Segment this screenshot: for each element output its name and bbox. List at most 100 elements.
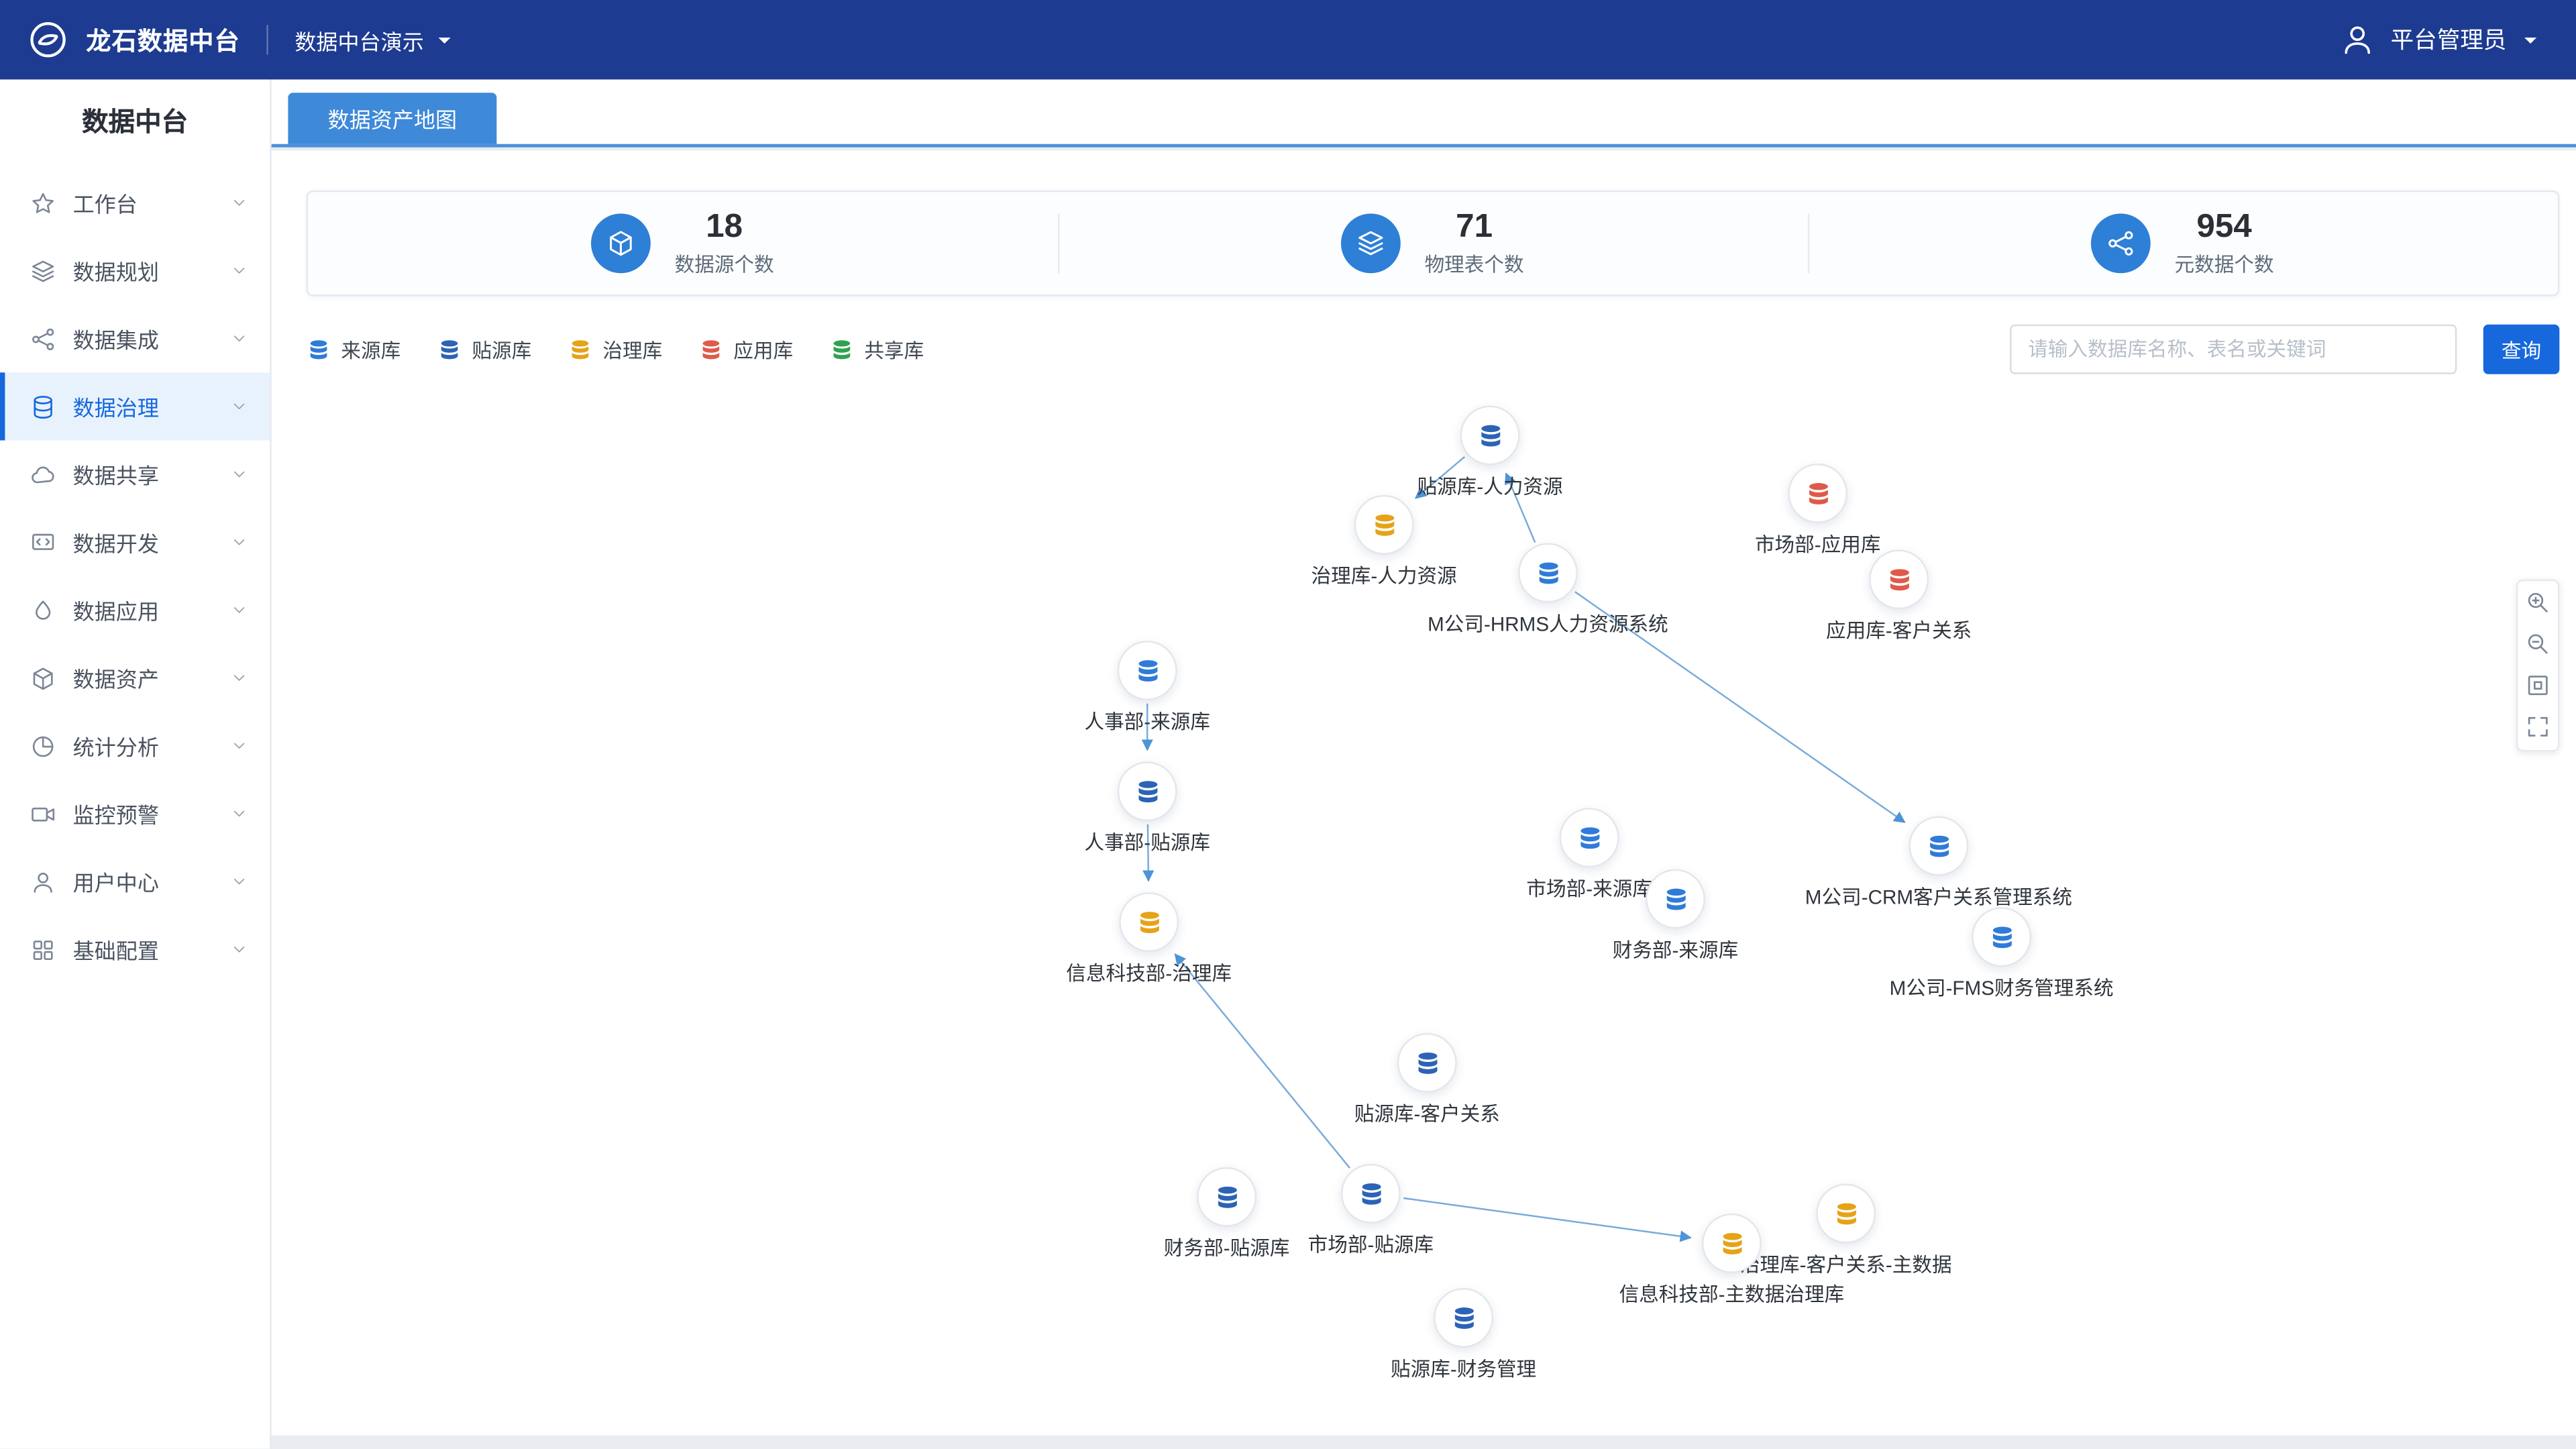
legend-label: 来源库 bbox=[341, 338, 401, 362]
graph-toolbar bbox=[2516, 579, 2560, 752]
database-icon bbox=[1804, 479, 1832, 507]
brand-logo-icon bbox=[26, 18, 69, 61]
application-icon bbox=[30, 597, 56, 623]
database-icon bbox=[1575, 824, 1603, 852]
stat-label: 元数据个数 bbox=[2174, 253, 2274, 277]
topbar-divider bbox=[266, 25, 268, 55]
graph-node-label: 信息科技部-治理库 bbox=[1066, 961, 1232, 985]
database-icon bbox=[1988, 923, 2016, 951]
legend-label: 应用库 bbox=[733, 338, 794, 362]
chevron-down-icon bbox=[230, 262, 248, 280]
database-icon bbox=[1450, 1303, 1478, 1332]
graph-node-crm[interactable] bbox=[1909, 816, 1969, 876]
graph-node-label: 财务部-贴源库 bbox=[1163, 1236, 1290, 1260]
chevron-down-icon bbox=[230, 873, 248, 891]
sidebar-item-label: 数据集成 bbox=[72, 327, 159, 353]
graph-node-zhili-renli[interactable] bbox=[1354, 494, 1414, 555]
graph-node-xinxi-zhushuju-zhili[interactable] bbox=[1701, 1213, 1762, 1273]
fullscreen-icon[interactable] bbox=[2524, 714, 2552, 742]
graph-node-zhili-kehu-zhushuju[interactable] bbox=[1816, 1183, 1876, 1244]
sidebar-item-label: 数据共享 bbox=[72, 464, 159, 489]
legend-item-贴源库[interactable]: 贴源库 bbox=[437, 335, 532, 364]
database-icon bbox=[1133, 777, 1161, 806]
legend: 来源库 贴源库 治理库 应用库 共享库 bbox=[307, 335, 924, 364]
sidebar-item-label: 基础配置 bbox=[72, 938, 159, 964]
legend-item-来源库[interactable]: 来源库 bbox=[307, 335, 401, 364]
sidebar-item-integration[interactable]: 数据集成 bbox=[0, 305, 270, 372]
sidebar-title: 数据中台 bbox=[82, 109, 189, 138]
tab-data-asset-map[interactable]: 数据资产地图 bbox=[288, 93, 497, 144]
sidebar-item-development[interactable]: 数据开发 bbox=[0, 508, 270, 576]
graph-node-yingyong-kehu[interactable] bbox=[1869, 549, 1929, 610]
zoom-in-icon[interactable] bbox=[2524, 590, 2552, 618]
chevron-down-icon bbox=[230, 465, 248, 483]
graph-node-caiwu-tieyuan[interactable] bbox=[1197, 1167, 1257, 1227]
search-button[interactable]: 查询 bbox=[2483, 324, 2560, 374]
brand-title: 龙石数据中台 bbox=[86, 27, 240, 56]
graph-node-label: M公司-FMS财务管理系统 bbox=[1889, 977, 2114, 1000]
sidebar-item-application[interactable]: 数据应用 bbox=[0, 576, 270, 644]
graph-node-xinxi-zhili[interactable] bbox=[1119, 892, 1179, 953]
chevron-down-icon bbox=[230, 329, 248, 347]
legend-item-治理库[interactable]: 治理库 bbox=[568, 335, 662, 364]
graph-node-renshi-tieyuan[interactable] bbox=[1117, 761, 1177, 822]
sidebar-item-monitoring[interactable]: 监控预警 bbox=[0, 780, 270, 847]
graph-node-hrms[interactable] bbox=[1518, 543, 1578, 603]
database-icon bbox=[1135, 908, 1163, 936]
sidebar-item-base-config[interactable]: 基础配置 bbox=[0, 916, 270, 983]
graph-node-shichang-tieyuan[interactable] bbox=[1340, 1163, 1401, 1224]
chevron-down-icon bbox=[230, 397, 248, 415]
cube-icon bbox=[592, 213, 652, 274]
sidebar-item-label: 数据应用 bbox=[72, 599, 159, 625]
graph-node-caiwu-laiyuan[interactable] bbox=[1646, 869, 1705, 929]
chevron-down-icon bbox=[230, 533, 248, 551]
database-icon bbox=[1370, 511, 1398, 539]
monitoring-icon bbox=[30, 800, 56, 826]
fit-view-icon[interactable] bbox=[2524, 672, 2552, 700]
sidebar-item-planning[interactable]: 数据规划 bbox=[0, 237, 270, 305]
sidebar-item-statistics[interactable]: 统计分析 bbox=[0, 712, 270, 780]
search-input[interactable] bbox=[2009, 324, 2457, 374]
graph-node-shichang-laiyuan[interactable] bbox=[1559, 808, 1619, 868]
sidebar-item-assets[interactable]: 数据资产 bbox=[0, 644, 270, 712]
legend-item-应用库[interactable]: 应用库 bbox=[699, 335, 794, 364]
chevron-down-icon bbox=[2522, 31, 2540, 49]
username: 平台管理员 bbox=[2390, 26, 2507, 53]
user-menu[interactable]: 平台管理员 bbox=[2339, 21, 2540, 58]
layers-icon bbox=[1342, 213, 1402, 274]
legend-item-共享库[interactable]: 共享库 bbox=[830, 335, 924, 364]
graph-node-tieyuan-caiwu[interactable] bbox=[1434, 1288, 1494, 1348]
sidebar-item-user-center[interactable]: 用户中心 bbox=[0, 848, 270, 916]
graph-node-label: M公司-HRMS人力资源系统 bbox=[1428, 612, 1668, 636]
sidebar-item-workbench[interactable]: 工作台 bbox=[0, 169, 270, 237]
database-icon bbox=[437, 337, 462, 362]
graph-node-tieyuan-renli[interactable] bbox=[1460, 405, 1520, 466]
search-box: 查询 bbox=[2009, 324, 2560, 374]
graph-node-tieyuan-kehu[interactable] bbox=[1397, 1032, 1457, 1093]
sidebar-menu: 工作台数据规划数据集成数据治理数据共享数据开发数据应用数据资产统计分析监控预警用… bbox=[0, 169, 270, 983]
graph-node-label: 财务部-来源库 bbox=[1612, 938, 1739, 962]
graph-node-fms[interactable] bbox=[1972, 907, 2032, 967]
database-icon bbox=[1476, 421, 1504, 449]
chevron-down-icon bbox=[435, 31, 453, 49]
sidebar-item-label: 工作台 bbox=[72, 192, 138, 217]
governance-icon bbox=[30, 393, 56, 419]
graph-node-renshi-laiyuan[interactable] bbox=[1117, 641, 1177, 700]
filter-row: 来源库 贴源库 治理库 应用库 共享库 查询 bbox=[307, 324, 2560, 374]
assets-icon bbox=[30, 665, 56, 691]
sharing-icon bbox=[30, 461, 56, 487]
sidebar-item-governance[interactable]: 数据治理 bbox=[0, 372, 270, 441]
zoom-out-icon[interactable] bbox=[2524, 631, 2552, 659]
sidebar: 数据中台 工作台数据规划数据集成数据治理数据共享数据开发数据应用数据资产统计分析… bbox=[0, 79, 270, 1449]
integration-icon bbox=[30, 325, 56, 352]
workspace-selector[interactable]: 数据中台演示 bbox=[294, 24, 453, 56]
sidebar-item-sharing[interactable]: 数据共享 bbox=[0, 440, 270, 508]
graph-node-label: 人事部-贴源库 bbox=[1084, 830, 1211, 855]
legend-label: 贴源库 bbox=[472, 338, 532, 362]
graph-node-shichang-yingyong[interactable] bbox=[1788, 464, 1848, 523]
